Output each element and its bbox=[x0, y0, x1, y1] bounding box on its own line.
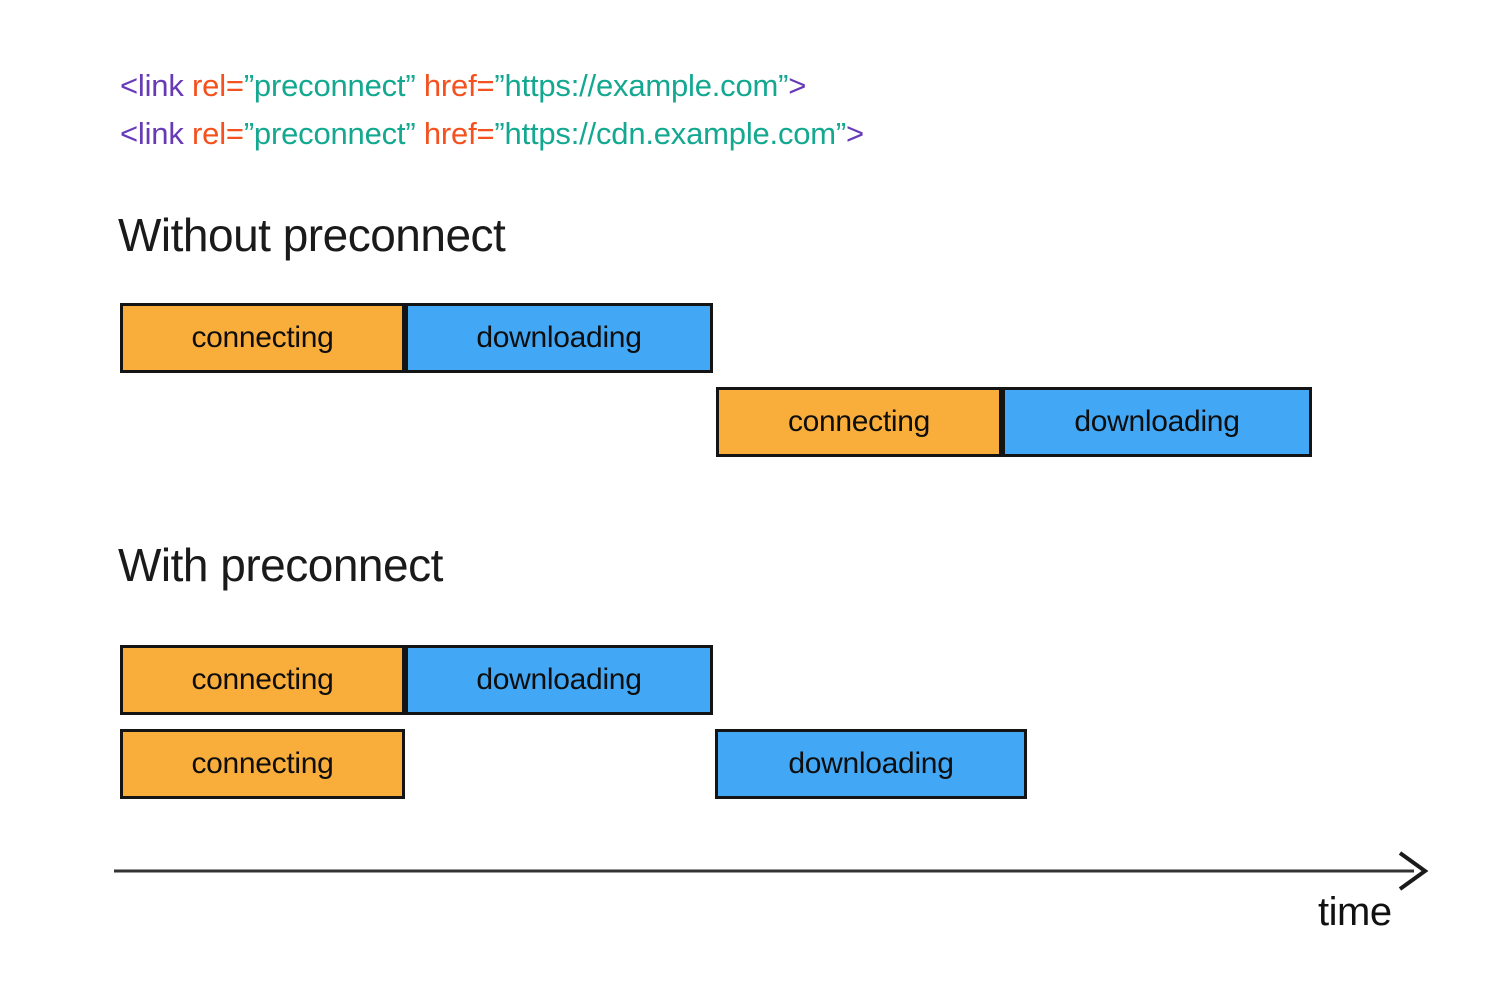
code-token: ”preconnect” bbox=[243, 68, 416, 103]
code-token: > bbox=[846, 116, 864, 151]
downloading-bar: downloading bbox=[1002, 387, 1312, 457]
code-snippet: <link rel=”preconnect” href=”https://exa… bbox=[120, 62, 864, 158]
downloading-bar: downloading bbox=[715, 729, 1027, 799]
code-token: href= bbox=[423, 68, 495, 103]
connecting-bar: connecting bbox=[120, 303, 405, 373]
code-token: ”preconnect” bbox=[243, 116, 416, 151]
code-token: rel= bbox=[192, 68, 244, 103]
section-title-with-preconnect: With preconnect bbox=[118, 539, 443, 591]
connecting-bar: connecting bbox=[120, 645, 405, 715]
section-title-without-preconnect: Without preconnect bbox=[118, 209, 506, 261]
code-token: > bbox=[788, 68, 807, 103]
code-token: ”https://example.com” bbox=[494, 68, 789, 103]
code-token: ”https://cdn.example.com” bbox=[494, 116, 847, 151]
time-axis-label: time bbox=[1318, 890, 1392, 934]
code-token: <link bbox=[120, 116, 193, 151]
downloading-bar: downloading bbox=[405, 303, 713, 373]
code-token: rel= bbox=[192, 116, 244, 151]
code-token: href= bbox=[423, 116, 495, 151]
connecting-bar: connecting bbox=[716, 387, 1002, 457]
downloading-bar: downloading bbox=[405, 645, 713, 715]
code-line-2: <link rel=”preconnect” href=”https://cdn… bbox=[120, 110, 864, 158]
code-line-1: <link rel=”preconnect” href=”https://exa… bbox=[120, 62, 864, 110]
code-token: <link bbox=[120, 68, 193, 103]
time-axis-arrow bbox=[114, 851, 1429, 891]
connecting-bar: connecting bbox=[120, 729, 405, 799]
